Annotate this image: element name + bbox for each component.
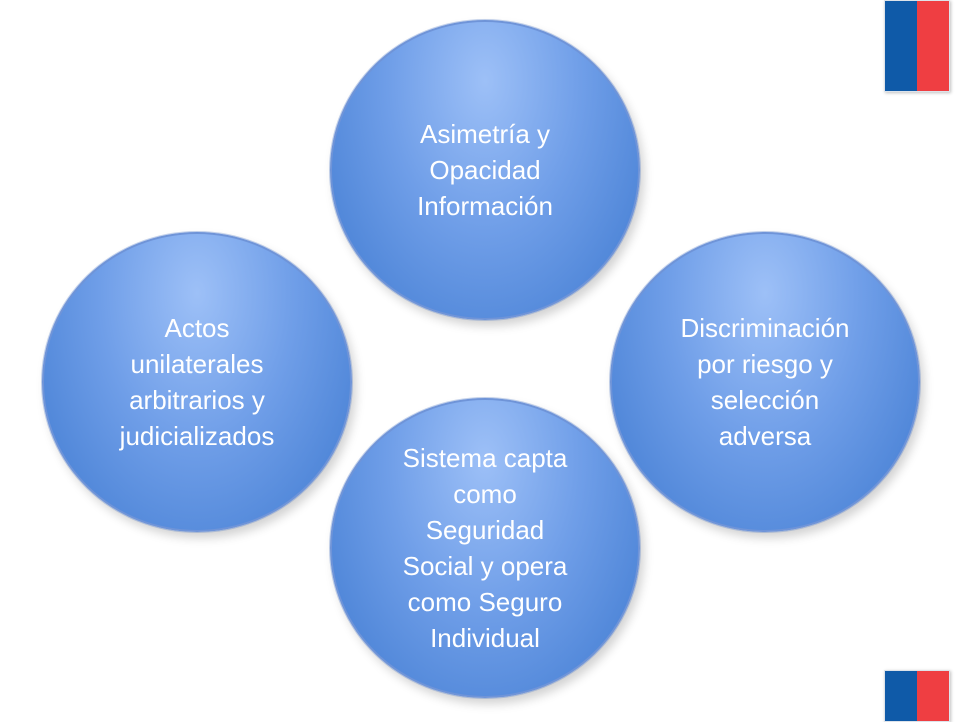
flag-red-band <box>917 1 949 91</box>
node-label: Actos unilaterales arbitrarios y judicia… <box>119 313 275 451</box>
flag-icon <box>884 0 950 92</box>
flag-red-band <box>917 671 949 721</box>
flag-blue-band <box>885 1 917 91</box>
node-label: Discriminación por riesgo y selección ad… <box>680 313 850 451</box>
node-discriminacion: Discriminación por riesgo y selección ad… <box>610 232 920 532</box>
node-label: Asimetría y Opacidad Información <box>417 119 553 221</box>
flag-icon <box>884 670 950 722</box>
node-asimetria: Asimetría y Opacidad Información <box>330 20 640 320</box>
flag-blue-band <box>885 671 917 721</box>
node-actos-unilaterales: Actos unilaterales arbitrarios y judicia… <box>42 232 352 532</box>
node-label: Sistema capta como Seguridad Social y op… <box>402 443 568 653</box>
node-sistema-capta: Sistema capta como Seguridad Social y op… <box>330 398 640 698</box>
